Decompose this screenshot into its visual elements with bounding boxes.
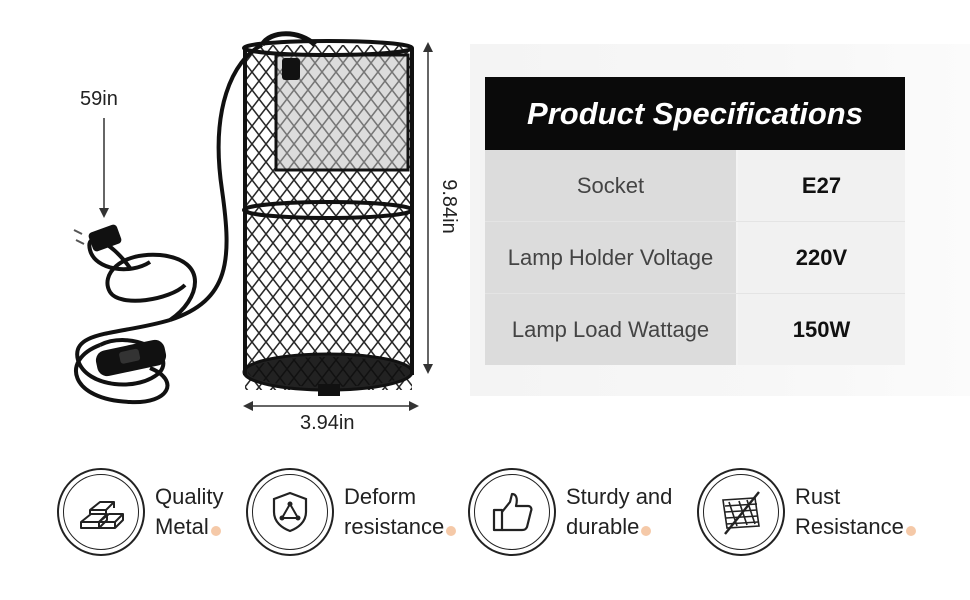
diameter-label: 3.94in xyxy=(300,412,355,434)
feature-line1: Quality xyxy=(155,484,224,509)
feature-rust-resistance: Rust Resistance xyxy=(697,468,916,556)
feature-line2: Resistance xyxy=(795,514,904,539)
feature-sturdy-durable: Sturdy and durable xyxy=(468,468,672,556)
no-rust-icon xyxy=(722,491,760,535)
feature-line1: Sturdy and xyxy=(566,484,673,509)
spec-title: Product Specifications xyxy=(485,77,905,150)
height-label: 9.84in xyxy=(437,179,460,234)
cord-length-label: 59in xyxy=(80,88,118,110)
feature-badge xyxy=(246,468,334,556)
feature-badge xyxy=(697,468,785,556)
thumbs-up-icon xyxy=(492,492,533,532)
spec-value: 220V xyxy=(738,222,905,293)
feature-badge xyxy=(468,468,556,556)
feature-line1: Rust xyxy=(795,484,841,509)
lamp-cage-illustration xyxy=(73,31,433,411)
feature-line2: durable xyxy=(566,514,640,539)
shield-triangle-icon xyxy=(272,491,308,533)
spec-row: Lamp Holder Voltage 220V xyxy=(485,222,905,294)
accent-dot xyxy=(905,526,916,536)
feature-deform-resistance: Deform resistance xyxy=(246,468,457,556)
feature-badge xyxy=(57,468,145,556)
feature-line1: Deform xyxy=(344,484,417,509)
spec-table: Product Specifications Socket E27 Lamp H… xyxy=(485,77,905,365)
spec-label: Lamp Holder Voltage xyxy=(485,222,738,293)
feature-line2: resistance xyxy=(344,514,445,539)
metal-bars-icon xyxy=(80,501,124,529)
spec-value: 150W xyxy=(738,294,905,365)
spec-label: Socket xyxy=(485,150,738,221)
feature-quality-metal: Quality Metal xyxy=(57,468,223,556)
spec-row: Socket E27 xyxy=(485,150,905,222)
spec-label: Lamp Load Wattage xyxy=(485,294,738,365)
spec-value: E27 xyxy=(738,150,905,221)
feature-line2: Metal xyxy=(155,514,209,539)
spec-row: Lamp Load Wattage 150W xyxy=(485,294,905,365)
accent-dot xyxy=(446,526,457,536)
accent-dot xyxy=(210,526,221,536)
accent-dot xyxy=(641,526,652,536)
